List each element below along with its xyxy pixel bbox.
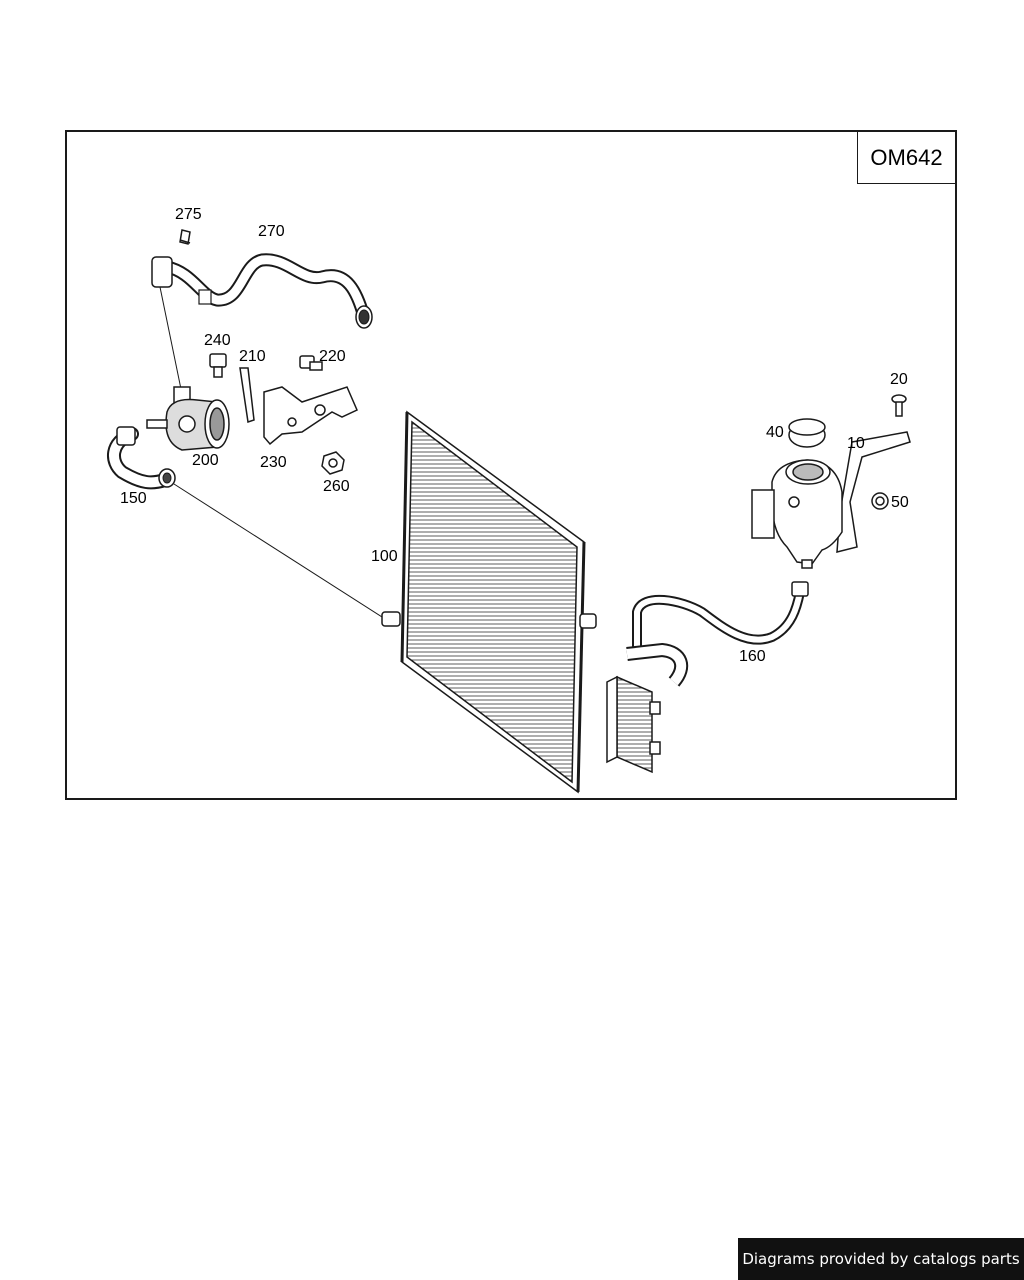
heat-exchanger: [606, 675, 661, 774]
part-label-230: 230: [260, 454, 287, 471]
engine-code-box: OM642: [857, 132, 955, 184]
part-label-160: 160: [739, 648, 766, 665]
pump-bracket[interactable]: [263, 386, 358, 446]
part-label-20: 20: [890, 371, 908, 388]
part-label-220: 220: [319, 348, 346, 365]
part-label-240: 240: [204, 332, 231, 349]
part-label-210: 210: [239, 348, 266, 365]
part-label-260: 260: [323, 478, 350, 495]
clip[interactable]: [179, 229, 191, 245]
part-label-100: 100: [371, 548, 398, 565]
reservoir-cap[interactable]: [788, 418, 826, 448]
part-label-50: 50: [891, 494, 909, 511]
part-label-40: 40: [766, 424, 784, 441]
parts-diagram: 275 270 240 210 220 200 230 260 150 100 …: [107, 206, 911, 794]
part-label-150: 150: [120, 490, 147, 507]
radiator[interactable]: [381, 410, 597, 794]
part-label-10: 10: [847, 435, 865, 452]
part-label-275: 275: [175, 206, 202, 223]
bolt[interactable]: [299, 355, 323, 371]
screw[interactable]: [891, 394, 907, 417]
electric-water-pump[interactable]: [146, 386, 230, 451]
diagram-frame: 275 270 240 210 220 200 230 260 150 100 …: [65, 130, 957, 800]
footer-banner: Diagrams provided by catalogs parts: [738, 1238, 1024, 1280]
coolant-hose-upper[interactable]: [151, 253, 373, 329]
coolant-hose-lower[interactable]: [107, 426, 176, 490]
expansion-tank[interactable]: [751, 431, 911, 569]
footer-text: Diagrams provided by catalogs parts: [742, 1250, 1020, 1268]
engine-code: OM642: [870, 144, 943, 170]
part-label-200: 200: [192, 452, 219, 469]
part-label-270: 270: [258, 223, 285, 240]
bolt[interactable]: [209, 353, 227, 378]
washer[interactable]: [871, 492, 889, 510]
coolant-line[interactable]: [626, 581, 809, 687]
nut[interactable]: [321, 451, 345, 475]
bracket[interactable]: [239, 367, 255, 423]
